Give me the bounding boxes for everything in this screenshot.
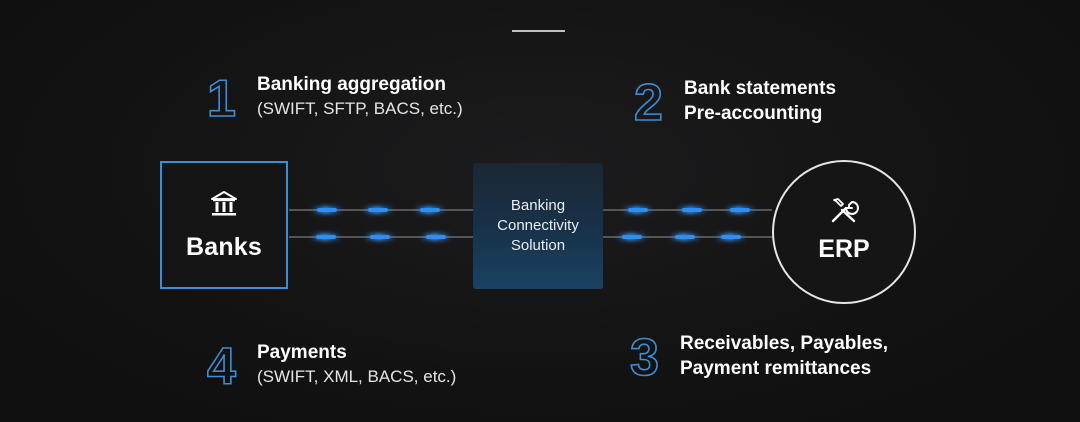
bank-icon [211, 190, 237, 215]
data-pulse-glow [310, 233, 342, 241]
erp-node: ERP [772, 160, 916, 304]
step-2-title: Bank statements [684, 78, 837, 99]
data-pulse [682, 208, 702, 212]
step-4-subtitle: (SWIFT, XML, BACS, etc.) [257, 367, 457, 386]
solution-label-line-1: Banking [510, 197, 566, 214]
svg-text:4: 4 [207, 338, 236, 390]
erp-label: ERP [818, 234, 870, 263]
data-pulse-glow [616, 233, 648, 241]
banks-label: Banks [185, 232, 263, 261]
data-pulse [721, 235, 741, 239]
step-2: 2 Bank statements Pre-accounting [632, 74, 836, 126]
data-pulse [316, 235, 336, 239]
step-3: 3 Receivables, Payables, Payment remitta… [628, 329, 888, 381]
data-pulse [622, 235, 642, 239]
data-pulse [420, 208, 440, 212]
step-3-subtitle: Payment remittances [680, 358, 872, 379]
data-pulse [317, 208, 337, 212]
step-4: 4 Payments (SWIFT, XML, BACS, etc.) [205, 338, 456, 390]
step-1-subtitle: (SWIFT, SFTP, BACS, etc.) [257, 99, 463, 118]
svg-text:2: 2 [634, 74, 663, 126]
solution-label-line-2: Connectivity [497, 217, 579, 234]
svg-text:3: 3 [630, 329, 659, 381]
data-pulse [730, 208, 750, 212]
banking-connectivity-solution-node: Banking Connectivity Solution [473, 163, 603, 289]
solution-label-line-3: Solution [510, 237, 566, 254]
step-1-number: 1 [206, 70, 237, 122]
step-1-title: Banking aggregation [257, 74, 446, 95]
data-pulse-glow [622, 206, 654, 214]
banks-node: Banks [160, 161, 288, 289]
data-pulse-glow [362, 206, 394, 214]
tools-icon [831, 197, 859, 222]
data-pulse [426, 235, 446, 239]
data-pulse-glow [669, 233, 701, 241]
data-pulse [628, 208, 648, 212]
top-divider [512, 30, 565, 32]
step-1: 1 Banking aggregation (SWIFT, SFTP, BACS… [205, 70, 463, 122]
step-4-number: 4 [206, 338, 237, 390]
step-3-title: Receivables, Payables, [680, 333, 889, 354]
data-pulse-glow [364, 233, 396, 241]
step-2-subtitle: Pre-accounting [684, 103, 823, 124]
data-pulse-glow [414, 206, 446, 214]
step-4-title: Payments [257, 342, 347, 363]
data-pulse [370, 235, 390, 239]
data-pulse [368, 208, 388, 212]
data-pulse-glow [676, 206, 708, 214]
data-pulse-glow [724, 206, 756, 214]
data-pulse-glow [715, 233, 747, 241]
svg-text:1: 1 [207, 70, 236, 122]
step-2-number: 2 [633, 74, 664, 126]
data-pulse-glow [420, 233, 452, 241]
data-pulse-glow [311, 206, 343, 214]
data-pulse [675, 235, 695, 239]
step-3-number: 3 [629, 329, 660, 381]
